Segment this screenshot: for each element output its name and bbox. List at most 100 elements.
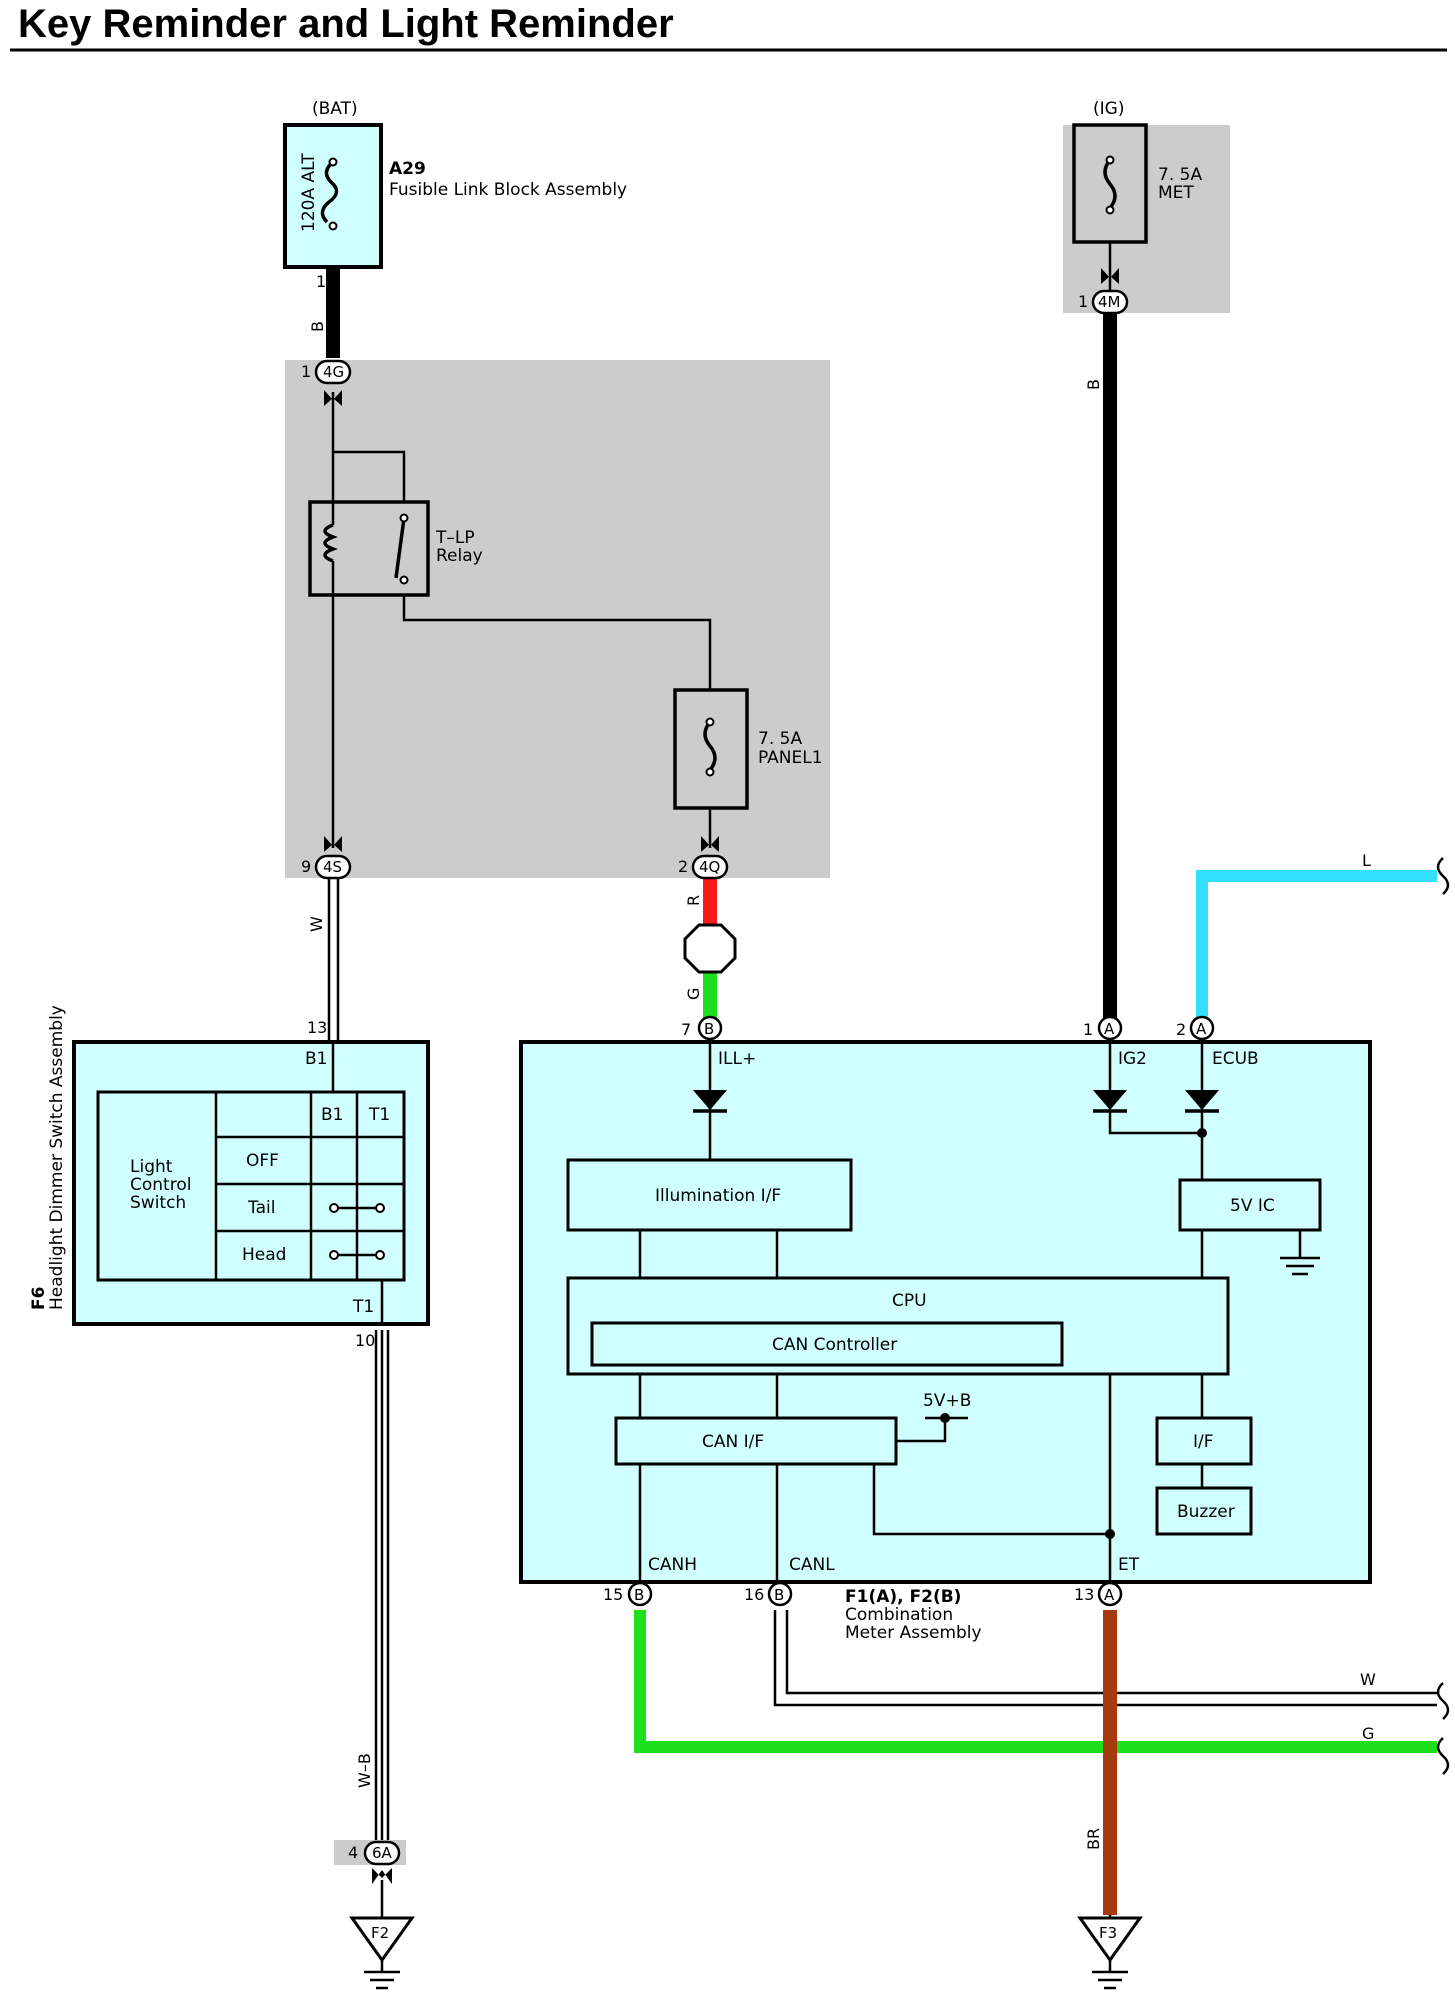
- switch-col-b1: B1: [321, 1105, 343, 1125]
- meter-name-1: Combination: [845, 1605, 953, 1625]
- switch-row-tail: Tail: [247, 1198, 275, 1218]
- ic-ground-icon: [1280, 1230, 1320, 1276]
- canl-pin: 16: [744, 1585, 764, 1604]
- c4q-id: 4Q: [699, 858, 720, 876]
- c4m-pin: 1: [1078, 292, 1088, 311]
- wire-blue-l: [1196, 870, 1437, 1018]
- switch-contact-head: [329, 1250, 385, 1260]
- relay-name-2: Relay: [436, 546, 483, 566]
- fusible-link-code: A29: [389, 159, 426, 179]
- wire-canl-w-b: [785, 1610, 1437, 1695]
- c4m-connector: [1091, 289, 1129, 315]
- term-ecub: ECUB: [1212, 1049, 1259, 1069]
- c6a-arrow: [372, 1868, 392, 1884]
- c6a-connector: [363, 1840, 401, 1866]
- wire-wb-color: W–B: [355, 1753, 374, 1788]
- block-can-if-label: CAN I/F: [702, 1432, 764, 1452]
- ecub-id: A: [1196, 1020, 1207, 1038]
- block-illumination-if-label: Illumination I/F: [655, 1186, 781, 1206]
- block-buzzer-label: Buzzer: [1177, 1502, 1235, 1522]
- ig-label: (IG): [1093, 99, 1124, 119]
- switch-contact-tail: [329, 1203, 385, 1213]
- fusible-link-name: Fusible Link Block Assembly: [389, 180, 627, 200]
- wire-relay-bypass: [333, 450, 406, 510]
- block-5v-ic: [1178, 1178, 1322, 1232]
- switch-col-t1: T1: [368, 1105, 390, 1125]
- diode-ig2-icon: [1093, 1090, 1127, 1110]
- canh-pin: 15: [603, 1585, 623, 1604]
- relay-name-1: T–LP: [435, 528, 475, 548]
- panel-fuse-name: PANEL1: [758, 748, 823, 768]
- ground-f3-label: F3: [1099, 1924, 1117, 1942]
- wire-ig-color: B: [1084, 379, 1103, 390]
- switch-pin-top: 13: [307, 1018, 327, 1037]
- met-fuse-symbol: [1103, 158, 1117, 210]
- switch-name-2: Control: [130, 1175, 191, 1195]
- splice-octagon: [683, 923, 737, 974]
- wire-canl-w-a: [773, 1610, 1437, 1707]
- diode-ill-icon: [693, 1090, 727, 1110]
- switch-table: [96, 1090, 406, 1282]
- ill-id: B: [704, 1020, 714, 1038]
- block-if-label: I/F: [1193, 1432, 1214, 1452]
- wire-blue-color: L: [1362, 851, 1371, 870]
- wire-relay-out: [402, 585, 712, 690]
- c4m-id: 4M: [1098, 293, 1121, 311]
- met-fuse-name: MET: [1158, 183, 1194, 203]
- switch-row-head: Head: [242, 1245, 286, 1265]
- c4q-pin: 2: [678, 857, 688, 876]
- switch-assembly-code: F6: [29, 1287, 49, 1310]
- c4g-id: 4G: [323, 363, 344, 381]
- et-pin: 13: [1074, 1585, 1094, 1604]
- wire-green-color: G: [684, 988, 703, 1000]
- switch-name-3: Switch: [130, 1193, 186, 1213]
- term-ig2: IG2: [1118, 1049, 1147, 1069]
- c4s-pin: 9: [301, 857, 311, 876]
- ill-pin: 7: [681, 1020, 691, 1039]
- wire-br-color: BR: [1084, 1828, 1103, 1850]
- switch-assembly-name: Headlight Dimmer Switch Assembly: [47, 1005, 67, 1310]
- wire-canl-color: W: [1360, 1670, 1376, 1689]
- ig2-id: A: [1104, 1020, 1115, 1038]
- block-illumination-if: [566, 1158, 853, 1232]
- block-5vb-label: 5V+B: [923, 1391, 971, 1411]
- c4g-connector: [314, 359, 352, 385]
- canh-connector: [627, 1581, 653, 1607]
- panel-fuse-symbol: [703, 720, 717, 772]
- switch-pin-bottom: 10: [355, 1331, 375, 1350]
- switch-term-top: B1: [305, 1049, 327, 1069]
- wire-bat-color: B: [308, 321, 327, 332]
- c6a-id: 6A: [372, 1844, 393, 1862]
- block-can-controller: [590, 1321, 1064, 1367]
- term-canh: CANH: [648, 1555, 697, 1575]
- relay-switch-icon: [394, 517, 406, 579]
- fusible-link-symbol: [320, 160, 339, 224]
- c4q-connector: [691, 854, 729, 880]
- met-fuse-rating: 7. 5A: [1158, 165, 1202, 185]
- switch-row-off: OFF: [246, 1151, 279, 1171]
- et-id: A: [1104, 1586, 1115, 1604]
- c4g-arrow: [324, 390, 342, 406]
- diode-ecub-icon: [1185, 1090, 1219, 1110]
- c4s-arrow: [324, 836, 342, 852]
- canl-connector: [767, 1581, 793, 1607]
- c4m-arrow: [1101, 268, 1119, 284]
- block-can-if: [614, 1416, 898, 1466]
- c4s-id: 4S: [323, 858, 342, 876]
- et-connector: [1097, 1581, 1123, 1607]
- block-if: [1155, 1416, 1253, 1466]
- ground-f2-label: F2: [371, 1924, 389, 1942]
- block-5v-ic-label: 5V IC: [1230, 1196, 1275, 1216]
- ground-f2-icon: [349, 1916, 415, 1990]
- wire-w-color: W: [307, 916, 326, 932]
- block-cpu-label: CPU: [892, 1291, 927, 1311]
- switch-name-1: Light: [130, 1157, 173, 1177]
- fusible-link-pin: 1: [316, 272, 326, 291]
- meter-code: F1(A), F2(B): [845, 1587, 961, 1607]
- panel-fuse-rating: 7. 5A: [758, 729, 802, 749]
- block-can-controller-label: CAN Controller: [772, 1335, 897, 1355]
- switch-term-bottom: T1: [352, 1297, 374, 1317]
- term-et: ET: [1118, 1555, 1140, 1575]
- fusible-link-rating: 120A ALT: [299, 153, 319, 232]
